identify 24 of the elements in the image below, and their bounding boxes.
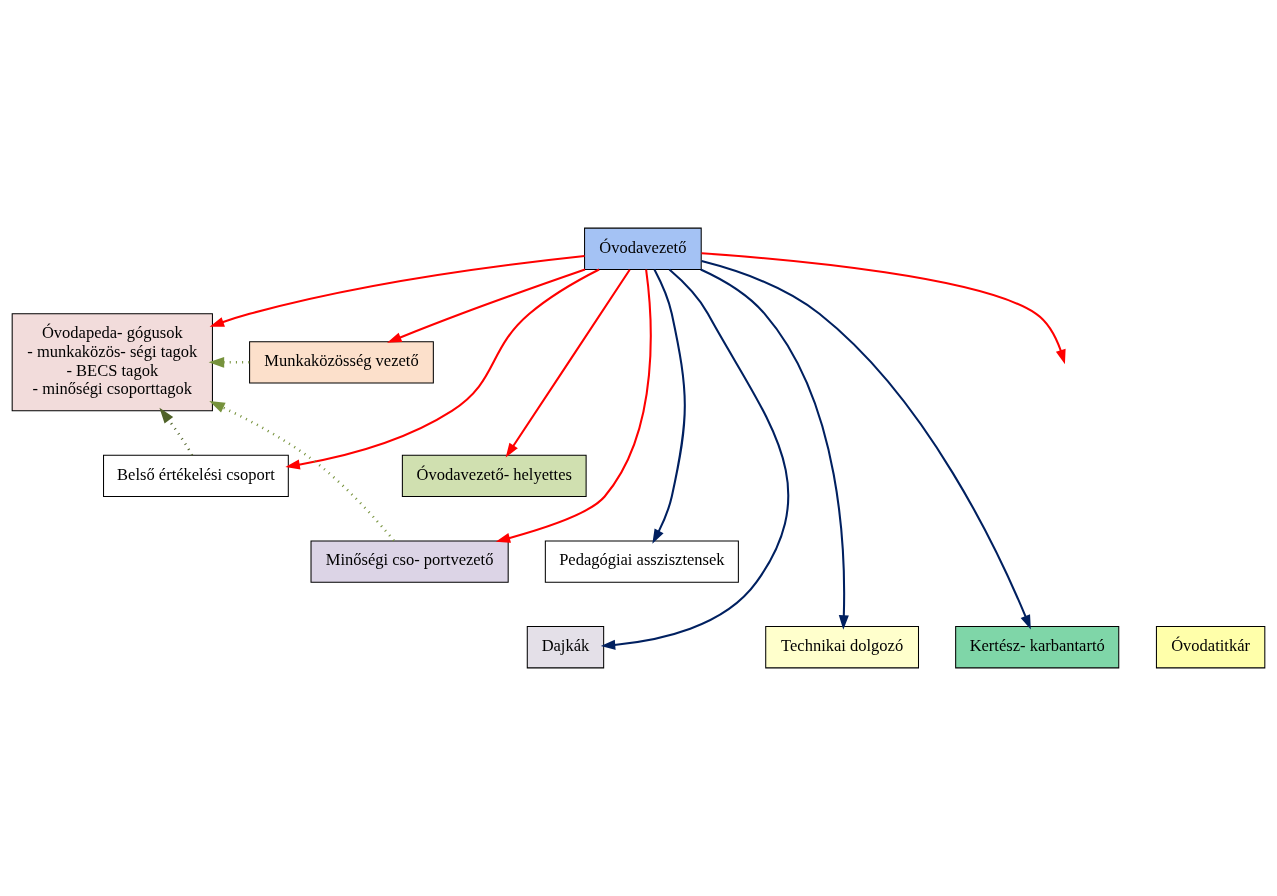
arrow [701, 252, 1066, 365]
arrow [701, 260, 1031, 630]
node-box: Óvodapeda- gógusok - munkaközös- ségi tagok - BECS tagok - minőségi csoporttagok [11, 313, 213, 412]
node-box: Óvodavezető- helyettes [401, 454, 587, 498]
node-box: Óvodatitkár [1155, 626, 1266, 669]
arrow [600, 268, 790, 650]
node-box: Belső értékelési csoport [103, 454, 289, 498]
arrow [505, 269, 631, 458]
arrow [495, 269, 652, 543]
arrow [285, 268, 600, 470]
node-box: Kertész- karbantartó [955, 626, 1120, 669]
arrow [208, 356, 250, 368]
arrow [209, 401, 395, 542]
node-box: Technikai dolgozó [765, 626, 919, 669]
node-box: Minőségi cso- portvezető [310, 540, 509, 583]
node-box: Dajkák [526, 626, 605, 669]
arrow [652, 269, 686, 544]
arrow [700, 268, 849, 630]
arrow [159, 407, 194, 456]
node-box: Pedagógiai asszisztensek [544, 540, 739, 583]
arrow [387, 268, 586, 343]
node-box: Munkaközösség vezető [249, 341, 434, 384]
node-box: Óvodavezető [584, 227, 702, 270]
arrow [209, 254, 585, 327]
